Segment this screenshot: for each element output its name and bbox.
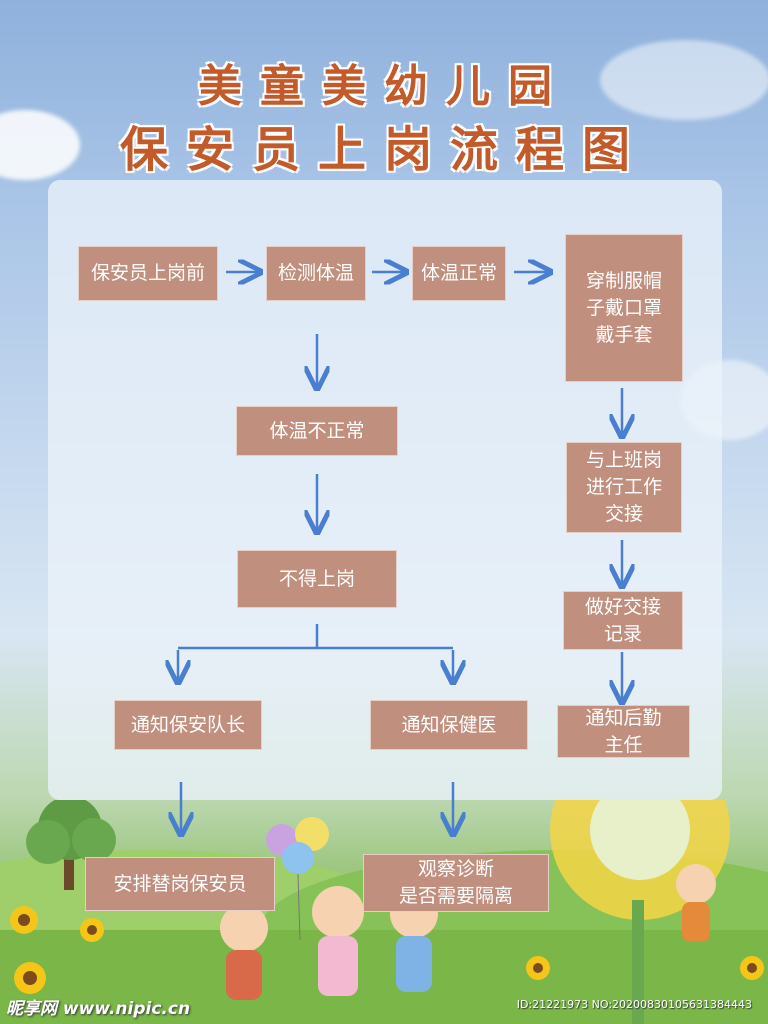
title-flowchart-name: 保安员上岗流程图	[119, 122, 648, 178]
node-wear-uniform: 穿制服帽 子戴口罩 戴手套	[565, 234, 683, 382]
small-sunflowers	[10, 906, 764, 994]
node-observe-diagnose: 观察诊断 是否需要隔离	[363, 854, 549, 912]
node-notify-security-captain: 通知保安队长	[114, 700, 262, 750]
watermark-text: 昵享网 www.nipic.cn	[6, 999, 191, 1019]
node-before-duty: 保安员上岗前	[78, 246, 218, 301]
node-notify-health-doctor: 通知保健医	[370, 700, 528, 750]
node-handover-record: 做好交接 记录	[563, 591, 683, 650]
children-illustration	[220, 864, 716, 1000]
title-school-name: 美童美幼儿园	[198, 61, 570, 112]
balloons-icon	[266, 817, 329, 941]
node-temperature-normal: 体温正常	[412, 246, 506, 301]
node-handover: 与上班岗 进行工作 交接	[566, 442, 682, 533]
cloud	[600, 40, 768, 120]
node-notify-logistics-director: 通知后勤 主任	[557, 705, 690, 758]
node-no-duty: 不得上岗	[237, 550, 397, 608]
node-temperature-abnormal: 体温不正常	[236, 406, 398, 456]
node-check-temperature: 检测体温	[266, 246, 366, 301]
tree-icon	[26, 800, 116, 890]
image-id-text: ID:21221973 NO:20200830105631384443	[516, 998, 752, 1011]
node-arrange-replacement: 安排替岗保安员	[85, 857, 275, 911]
